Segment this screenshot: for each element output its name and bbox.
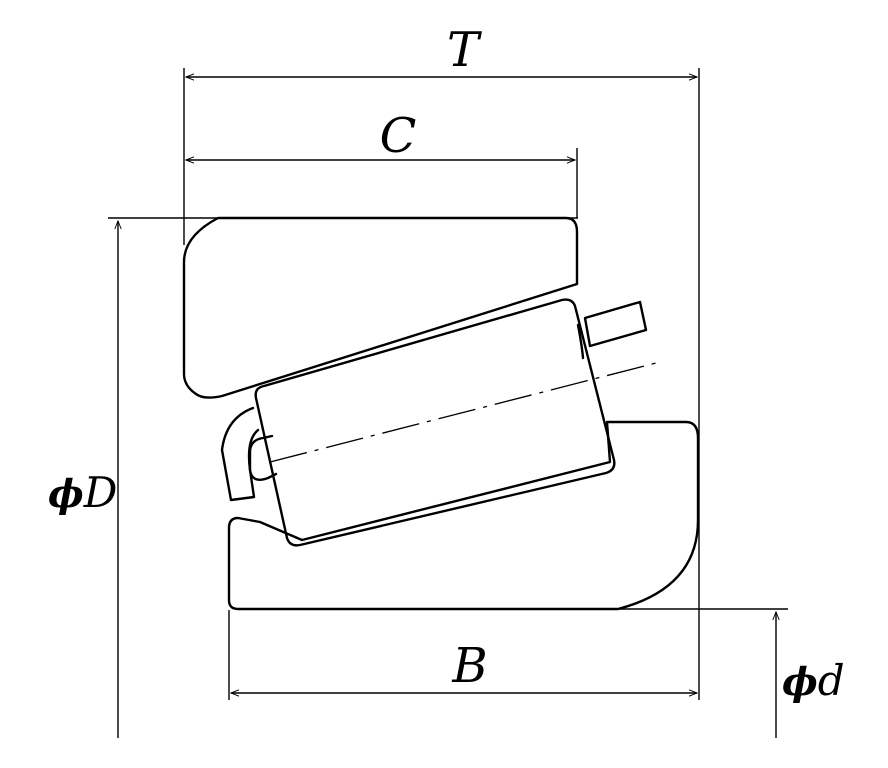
cage-stem (576, 323, 585, 360)
label-D: D (83, 468, 118, 517)
inner-ring (227, 420, 700, 611)
outer-ring (182, 216, 579, 399)
label-B: B (451, 638, 487, 694)
phi-symbol-d: ϕ (782, 659, 818, 704)
roller-axis (269, 361, 661, 463)
phi-symbol-D: ϕ (48, 471, 84, 516)
label-phi-D: ϕD (48, 468, 117, 517)
label-C: C (380, 108, 417, 164)
label-T: T (447, 22, 482, 78)
roller (254, 298, 616, 547)
cage-left (220, 406, 260, 502)
dimension-lines (114, 73, 780, 738)
extension-lines (108, 68, 788, 700)
label-phi-d: ϕd (782, 656, 845, 705)
label-d: d (818, 656, 845, 705)
cage-right (583, 300, 648, 348)
